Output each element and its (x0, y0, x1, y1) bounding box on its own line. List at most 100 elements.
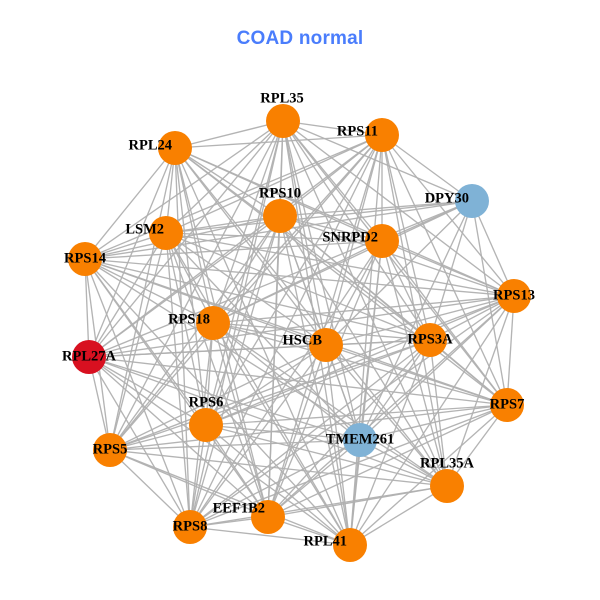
node-label: RPS18 (168, 311, 210, 327)
node-circle[interactable] (343, 423, 377, 457)
graph-node-rpl24[interactable]: RPL24 (129, 131, 193, 165)
graph-node-rpl27a[interactable]: RPL27A (62, 340, 117, 374)
graph-edge (279, 215, 383, 242)
graph-edge (212, 322, 269, 518)
graph-node-rpl35[interactable]: RPL35 (260, 90, 304, 138)
graph-node-dpy30[interactable]: DPY30 (425, 184, 489, 218)
node-circle[interactable] (68, 242, 102, 276)
graph-edge (325, 295, 515, 346)
node-circle[interactable] (189, 408, 223, 442)
graph-edge (84, 258, 515, 297)
graph-edge (212, 295, 515, 324)
node-circle[interactable] (93, 433, 127, 467)
graph-edge (84, 258, 431, 341)
graph-edge (381, 240, 515, 297)
graph-edge (205, 295, 515, 426)
graph-edge (212, 215, 281, 324)
graph-edge (189, 424, 207, 528)
node-circle[interactable] (173, 510, 207, 544)
graph-edge (381, 240, 431, 341)
graph-edge (109, 232, 167, 451)
node-circle[interactable] (490, 388, 524, 422)
graph-node-rps7[interactable]: RPS7 (490, 388, 525, 422)
node-circle[interactable] (266, 104, 300, 138)
graph-edge (84, 258, 508, 406)
graph-edge (84, 240, 383, 260)
graph-edge (165, 232, 431, 341)
node-circle[interactable] (149, 216, 183, 250)
page-title: COAD normal (236, 28, 364, 49)
graph-node-rps18[interactable]: RPS18 (168, 306, 230, 340)
graph-edge (165, 232, 207, 426)
node-circle[interactable] (251, 500, 285, 534)
graph-node-lsm2[interactable]: LSM2 (125, 216, 183, 250)
graph-edge (359, 339, 431, 441)
graph-edge (189, 526, 351, 546)
graph-edge (205, 424, 361, 441)
graph-edge (205, 424, 269, 518)
graph-edge (212, 322, 351, 546)
node-circle[interactable] (333, 528, 367, 562)
node-label: EEF1B2 (213, 500, 265, 516)
graph-edge (165, 232, 191, 528)
node-circle[interactable] (263, 199, 297, 233)
node-circle[interactable] (309, 328, 343, 362)
node-circle[interactable] (72, 340, 106, 374)
node-label: RPL41 (304, 533, 348, 549)
node-circle[interactable] (455, 184, 489, 218)
graph-node-rps10[interactable]: RPS10 (259, 185, 301, 233)
graph-node-rps11[interactable]: RPS11 (337, 118, 399, 152)
graph-edge (359, 200, 473, 441)
node-label: RPS8 (173, 518, 208, 534)
node-label: SNRPD2 (322, 229, 378, 245)
graph-edge (267, 295, 515, 518)
graph-edge (349, 339, 431, 546)
graph-edge (109, 439, 361, 451)
graph-edge (205, 344, 327, 426)
node-circle[interactable] (365, 224, 399, 258)
graph-node-rps6[interactable]: RPS6 (189, 394, 224, 442)
node-label: LSM2 (125, 221, 164, 237)
graph-edge (109, 295, 515, 451)
graph-edge (212, 240, 383, 324)
node-circle[interactable] (365, 118, 399, 152)
graph-edge (88, 356, 508, 406)
graph-edge (88, 232, 167, 358)
graph-edge (84, 258, 448, 487)
graph-edge (349, 404, 508, 546)
node-circle[interactable] (196, 306, 230, 340)
graph-node-eef1b2[interactable]: EEF1B2 (213, 500, 285, 534)
graph-edge (109, 147, 176, 451)
node-circle[interactable] (158, 131, 192, 165)
node-label: RPS7 (490, 396, 525, 412)
graph-node-hscb[interactable]: HSCB (283, 328, 344, 362)
graph-edge (88, 356, 351, 546)
graph-node-rps8[interactable]: RPS8 (173, 510, 208, 544)
node-label: RPS3A (407, 331, 453, 347)
graph-edge (109, 449, 191, 528)
graph-node-rps5[interactable]: RPS5 (93, 433, 128, 467)
graph-node-snrpd2[interactable]: SNRPD2 (322, 224, 399, 258)
graph-edge (205, 322, 214, 426)
graph-edge (189, 295, 515, 528)
graph-node-rpl35a[interactable]: RPL35A (420, 455, 475, 503)
node-label: RPL27A (62, 348, 117, 364)
graph-node-rps13[interactable]: RPS13 (493, 279, 535, 313)
node-circle[interactable] (497, 279, 531, 313)
graph-edge (349, 295, 515, 546)
graph-edge (381, 240, 448, 487)
graph-node-rps14[interactable]: RPS14 (64, 242, 106, 276)
graph-edge (109, 215, 281, 451)
graph-node-rps3a[interactable]: RPS3A (407, 323, 453, 357)
node-label: RPS11 (337, 123, 378, 139)
node-label: DPY30 (425, 190, 469, 206)
node-circle[interactable] (430, 469, 464, 503)
node-circle[interactable] (413, 323, 447, 357)
graph-edge (446, 295, 515, 487)
graph-node-rpl41[interactable]: RPL41 (304, 528, 368, 562)
graph-edge (165, 215, 281, 234)
graph-node-tmem261[interactable]: TMEM261 (326, 423, 394, 457)
graph-edge (282, 120, 473, 202)
graph-edge (359, 295, 515, 441)
